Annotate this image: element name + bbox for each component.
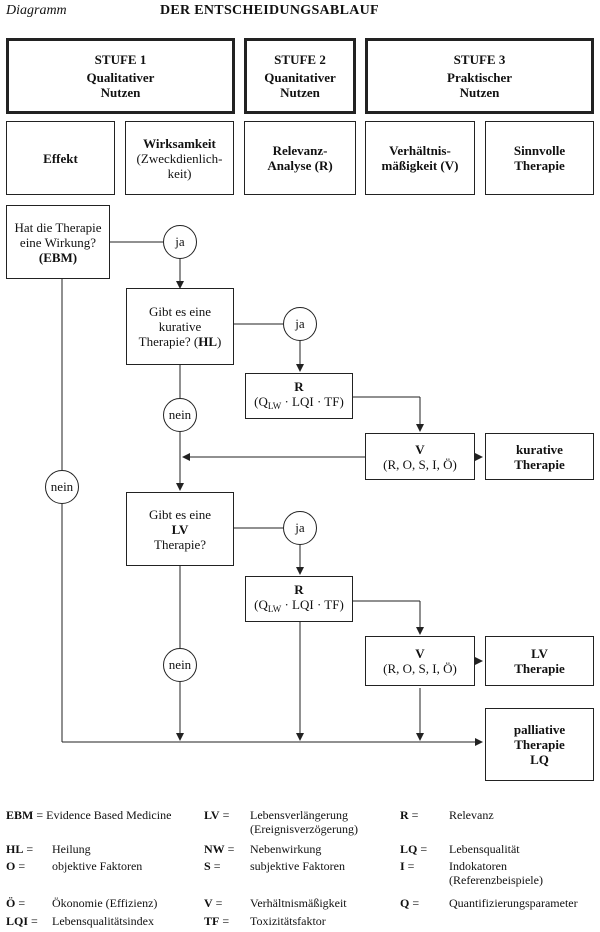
column-verhaeltnis-line1: Verhältnis- <box>389 143 451 158</box>
relevance-box-1-title: R <box>294 378 304 394</box>
legend-item-s: S = <box>204 859 221 873</box>
legend-item-o-value: objektive Faktoren <box>52 859 143 873</box>
result-kurative-therapie: kurative Therapie <box>485 433 594 480</box>
result-palliative-therapie: palliative Therapie LQ <box>485 708 594 781</box>
relevance-box-2-formula: (QLW · LQI · TF) <box>254 596 344 614</box>
question-lv-line1: Gibt es eine <box>148 506 212 522</box>
column-wirksamkeit-line2: (Zweckdienlich- <box>136 150 223 166</box>
column-verhaeltnis-line2: mäßigkeit (V) <box>381 158 459 173</box>
question-wirkung-line2: eine Wirkung? <box>19 234 97 250</box>
proportionality-box-2: V (R, O, S, I, Ö) <box>365 636 475 686</box>
question-kurativ-line1: Gibt es eine <box>148 304 212 319</box>
stage-2-line2: Nutzen <box>280 85 320 100</box>
result-lv-line1: LV <box>531 646 548 661</box>
legend-item-ebm: EBM = Evidence Based Medicine <box>6 808 172 822</box>
legend-item-q: Q = <box>400 896 420 910</box>
stage-1-box: STUFE 1 Qualitativer Nutzen <box>6 38 235 114</box>
legend-item-o: O = <box>6 859 26 873</box>
result-palliative-line3: LQ <box>530 752 549 767</box>
question-lv-abbr: LV <box>171 521 189 537</box>
stage-3-title: STUFE 3 <box>453 52 506 67</box>
proportionality-box-1-formula: (R, O, S, I, Ö) <box>383 456 457 472</box>
yes-circle-1: ja <box>163 225 197 259</box>
stage-2-line1: Quanitativer <box>264 70 336 85</box>
legend-item-oe: Ö = <box>6 896 26 910</box>
legend-item-lq: LQ = <box>400 842 428 856</box>
stage-2-title: STUFE 2 <box>274 52 326 67</box>
column-effekt-label: Effekt <box>43 150 78 166</box>
legend-item-r-value: Relevanz <box>449 808 494 822</box>
legend-item-oe-value: Ökonomie (Effizienz) <box>52 896 158 910</box>
legend-item-s-value: subjektive Faktoren <box>250 859 345 873</box>
question-wirkung-abbr: (EBM) <box>38 249 78 265</box>
result-kurative-line1: kurative <box>516 441 563 457</box>
legend-item-i-value: Indokatoren(Referenzbeispiele) <box>449 859 543 887</box>
stage-1-line1: Qualitativer <box>86 70 155 85</box>
question-kurativ-line2: kurative <box>158 319 202 334</box>
stage-1-line2: Nutzen <box>100 85 141 100</box>
column-wirksamkeit: Wirksamkeit (Zweckdienlich- keit) <box>125 121 234 195</box>
result-palliative-line1: palliative <box>513 722 566 737</box>
legend-item-lv: LV = <box>204 808 230 822</box>
diagram-title: DER ENTSCHEIDUNGSABLAUF <box>160 3 379 18</box>
legend-item-v: V = <box>204 896 223 910</box>
yes-circle-2: ja <box>283 307 317 341</box>
relevance-box-1-formula: (QLW · LQI · TF) <box>254 393 344 411</box>
legend-item-hl: HL = <box>6 842 34 856</box>
yes-circle-3: ja <box>283 511 317 545</box>
legend-item-hl-value: Heilung <box>52 842 91 856</box>
column-verhaeltnis: Verhältnis- mäßigkeit (V) <box>365 121 475 195</box>
legend-item-nw: NW = <box>204 842 235 856</box>
diagram-label: Diagramm <box>6 3 67 18</box>
stage-3-line2: Nutzen <box>459 85 500 100</box>
proportionality-box-2-formula: (R, O, S, I, Ö) <box>383 661 457 676</box>
legend-item-lv-value: Lebensverlängerung(Ereignisverzögerung) <box>250 808 358 836</box>
no-circle-3: nein <box>163 648 197 682</box>
legend-item-lq-value: Lebensqualität <box>449 842 520 856</box>
question-kurativ-line3: Therapie? (HL) <box>138 334 222 349</box>
proportionality-box-1: V (R, O, S, I, Ö) <box>365 433 475 480</box>
legend-item-r: R = <box>400 808 419 822</box>
no-circle-2: nein <box>163 398 197 432</box>
result-kurative-line2: Therapie <box>514 456 565 472</box>
question-kurativ: Gibt es eine kurative Therapie? (HL) <box>126 288 234 365</box>
column-relevanz-line2: Analyse (R) <box>267 158 333 173</box>
column-wirksamkeit-line3: keit) <box>167 165 192 181</box>
relevance-box-2-title: R <box>294 581 304 597</box>
result-lv-therapie: LV Therapie <box>485 636 594 686</box>
stage-3-box: STUFE 3 Praktischer Nutzen <box>365 38 594 114</box>
relevance-box-2: R (QLW · LQI · TF) <box>245 576 353 622</box>
stage-3-line1: Praktischer <box>447 70 512 85</box>
legend-item-tf-value: Toxizitätsfaktor <box>250 914 326 928</box>
column-effekt: Effekt <box>6 121 115 195</box>
column-relevanz-line1: Relevanz- <box>272 143 328 158</box>
result-palliative-line2: Therapie <box>514 737 565 752</box>
proportionality-box-1-title: V <box>415 441 425 457</box>
column-wirksamkeit-label: Wirksamkeit <box>143 135 216 151</box>
legend-item-tf: TF = <box>204 914 230 928</box>
proportionality-box-2-title: V <box>415 646 425 661</box>
column-sinnvolle: Sinnvolle Therapie <box>485 121 594 195</box>
legend-item-i: I = <box>400 859 415 873</box>
legend-item-nw-value: Nebenwirkung <box>250 842 322 856</box>
legend-item-v-value: Verhältnismäßigkeit <box>250 896 347 910</box>
stage-1-title: STUFE 1 <box>94 52 147 67</box>
result-lv-line2: Therapie <box>514 661 565 676</box>
question-wirkung: Hat die Therapie eine Wirkung? (EBM) <box>6 205 110 279</box>
question-lv: Gibt es eine LV Therapie? <box>126 492 234 566</box>
legend-item-q-value: Quantifizierungsparameter <box>449 896 578 910</box>
column-relevanz: Relevanz- Analyse (R) <box>244 121 356 195</box>
relevance-box-1: R (QLW · LQI · TF) <box>245 373 353 419</box>
question-wirkung-line1: Hat die Therapie <box>14 219 102 235</box>
question-lv-line3: Therapie? <box>154 536 206 552</box>
no-circle-1: nein <box>45 470 79 504</box>
legend-item-lqi-value: Lebensqualitätsindex <box>52 914 154 928</box>
stage-2-box: STUFE 2 Quanitativer Nutzen <box>244 38 356 114</box>
legend-item-lqi: LQI = <box>6 914 38 928</box>
column-sinnvolle-line1: Sinnvolle <box>513 143 566 158</box>
column-sinnvolle-line2: Therapie <box>514 158 565 173</box>
